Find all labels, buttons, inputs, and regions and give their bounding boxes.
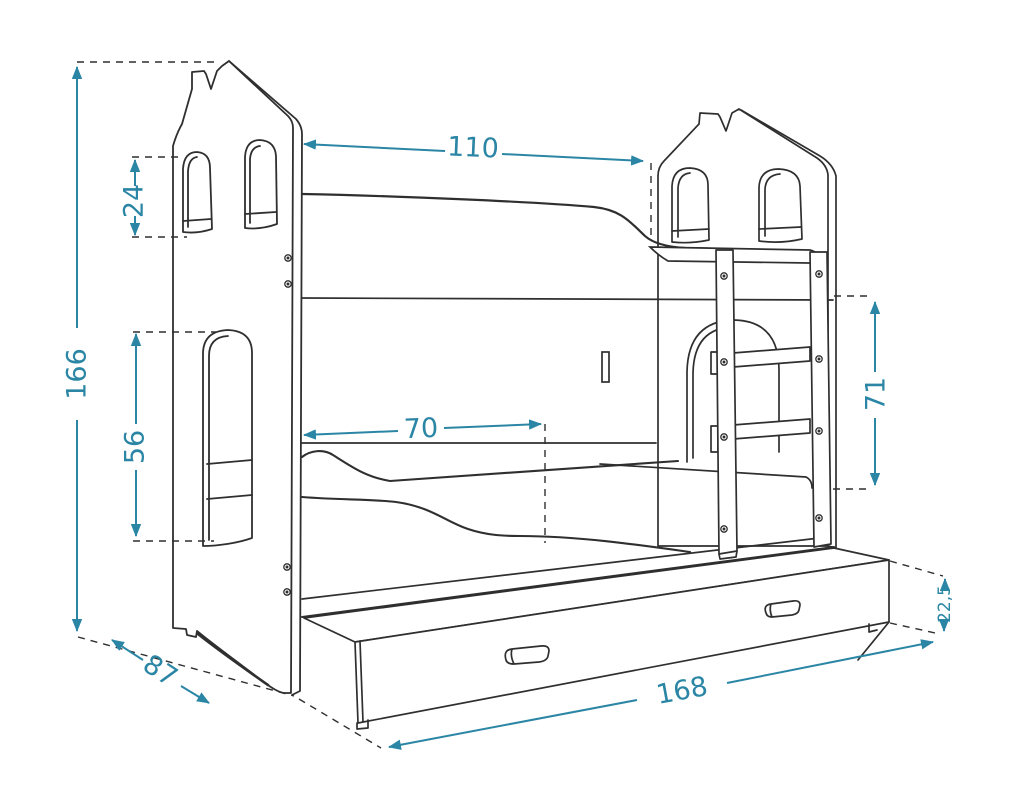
overall-length-label: 168 [654, 671, 710, 711]
left-panel-bottom-edge [196, 632, 270, 687]
left-panel-thickness-edge [228, 60, 303, 696]
dimension-bed-depth [111, 639, 210, 704]
back-rail-bracket [601, 351, 610, 383]
upper-bunk [300, 192, 834, 301]
right-panel-window-left [671, 167, 710, 244]
overall-height-label: 166 [62, 348, 93, 400]
lower-mattress-front-top-edge [599, 463, 813, 489]
ladder-left-rail [715, 249, 738, 555]
upper-bed-length-label: 110 [447, 131, 500, 164]
bed-base-rail-top-edge [301, 536, 829, 600]
left-panel-window-right [244, 139, 278, 230]
lower-bunk [300, 351, 835, 618]
bed-base-rail-bottom-edge [301, 546, 835, 618]
right-house-panel [657, 108, 837, 549]
lower-mattress-front-lower-edge [300, 495, 692, 554]
left-panel-window-left [182, 151, 213, 234]
drawer-handle-left [504, 645, 550, 665]
upper-bunk-deck-board [647, 246, 819, 264]
extension-lines [77, 61, 944, 749]
right-panel-window-right [758, 168, 803, 243]
dimension-drawer-height [938, 577, 951, 633]
dimension-overall-length [387, 639, 935, 750]
left-panel-screws [283, 254, 292, 596]
lower-mattress-duvet-edge [300, 450, 680, 483]
drawer-right-foot [868, 623, 878, 633]
drawer-left-foot [356, 719, 369, 730]
lower-bed-length-label: 70 [403, 413, 439, 445]
upper-bunk-rail-bottom-edge [301, 297, 834, 301]
dimension-upper-bed-length [302, 139, 645, 166]
ladder-right-rail [809, 251, 832, 548]
ladder-screws [720, 270, 823, 533]
upper-mattress-duvet-edge [300, 192, 814, 253]
bunk-clearance-label: 71 [861, 377, 892, 411]
dimension-annotations [71, 65, 951, 750]
ladder [715, 249, 832, 560]
drawer-handle-right [764, 599, 801, 618]
storage-drawer [303, 547, 890, 730]
door-height-label: 56 [120, 430, 151, 464]
left-panel-door-opening [202, 329, 253, 547]
ladder-left-rail-foot [718, 550, 738, 560]
drawer-height-label: 22,5 [935, 585, 955, 623]
dimension-lower-bed-length [302, 419, 543, 440]
left-house-panel [172, 60, 303, 696]
window-height-label: 24 [119, 184, 150, 218]
drawer-right-bottom-edge [857, 621, 890, 661]
right-panel-thickness-edge [740, 109, 837, 549]
